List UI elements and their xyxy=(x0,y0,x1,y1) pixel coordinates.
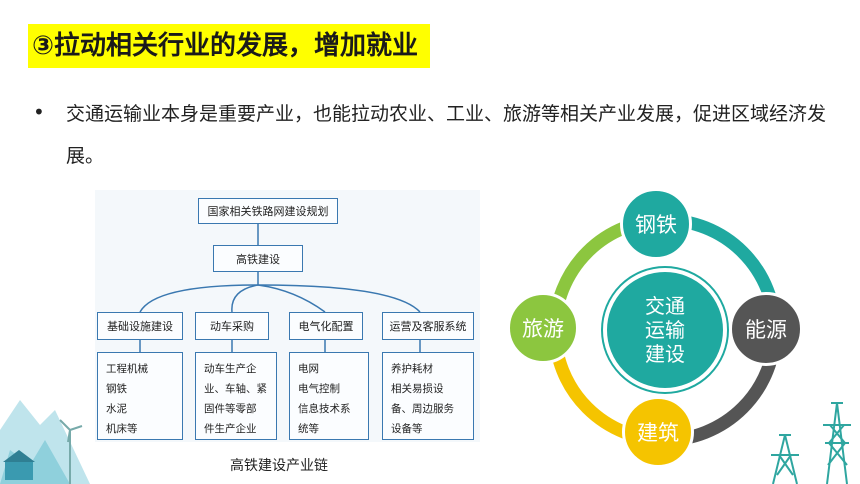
landscape-decoration xyxy=(0,400,90,484)
node-tourism: 旅游 xyxy=(507,292,579,364)
bullet-marker: • xyxy=(33,100,45,124)
node-steel: 钢铁 xyxy=(620,188,692,260)
flowchart-connectors xyxy=(139,224,421,352)
detail-electrification: 电网 电气控制 信息技术系 统等 xyxy=(289,352,369,440)
industry-chain-flowchart: 国家相关铁路网建设规划 高铁建设 基础设施建设 动车采购 电气化配置 运营及客服… xyxy=(95,190,480,442)
category-operations: 运营及客服系统 xyxy=(382,312,474,340)
center-node: 交通 运输 建设 xyxy=(603,268,727,392)
slide-title: ③拉动相关行业的发展，增加就业 xyxy=(28,24,431,68)
node-energy: 能源 xyxy=(729,292,803,366)
power-tower-decoration xyxy=(771,402,851,484)
node-construction: 建筑 xyxy=(622,396,694,468)
detail-infrastructure: 工程机械 钢铁 水泥 机床等 xyxy=(97,352,183,440)
detail-operations: 养护耗材 相关易损设 备、周边服务 设备等 xyxy=(382,352,474,440)
plan-box: 国家相关铁路网建设规划 xyxy=(198,198,338,224)
hsr-box: 高铁建设 xyxy=(213,245,303,272)
category-electrification: 电气化配置 xyxy=(289,312,363,340)
detail-train-purchase: 动车生产企 业、车轴、紧 固件等零部 件生产企业 xyxy=(195,352,277,440)
flowchart-caption: 高铁建设产业链 xyxy=(230,458,328,474)
category-train-purchase: 动车采购 xyxy=(195,312,269,340)
industry-ring-diagram: 交通 运输 建设 钢铁 能源 建筑 旅游 xyxy=(505,188,825,470)
bullet-text: 交通运输业本身是重要产业，也能拉动农业、工业、旅游等相关产业发展，促进区域经济发… xyxy=(66,103,827,167)
category-infrastructure: 基础设施建设 xyxy=(97,312,183,340)
